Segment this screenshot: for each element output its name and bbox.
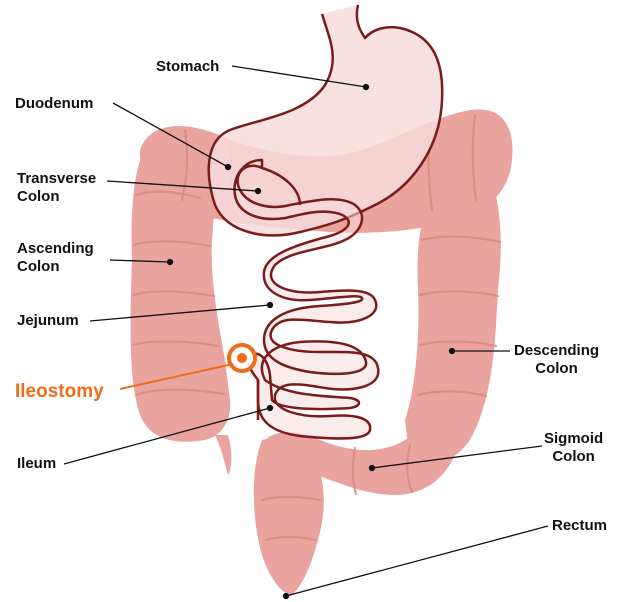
rectum-shape [254,439,324,596]
jejunum-label: Jejunum [17,312,79,330]
rectum-leader [286,526,548,596]
rectum-label: Rectum [552,517,607,535]
ileostomy-marker [229,345,255,371]
ileum-label: Ileum [17,455,56,473]
ileostomy-label: Ileostomy [15,381,104,403]
ascending-colon-label: Ascending Colon [17,240,94,276]
duodenum-label: Duodenum [15,95,93,113]
sigmoid-colon-label: Sigmoid Colon [544,430,603,466]
appendix-shape [215,435,231,475]
descending-colon-label: Descending Colon [514,342,599,378]
transverse-colon-label: Transverse Colon [17,170,96,206]
stomach-label: Stomach [156,58,219,76]
